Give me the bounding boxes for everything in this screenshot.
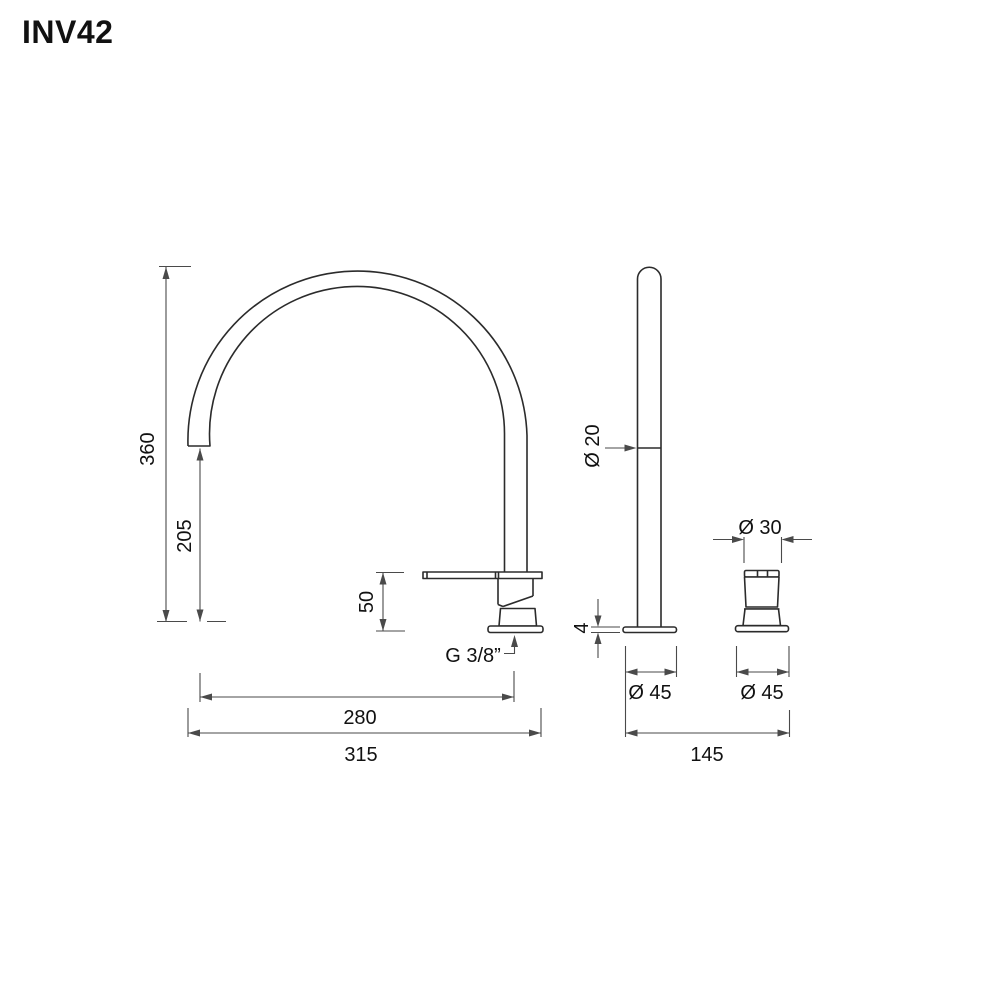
spout-column-outline — [636, 266, 662, 627]
dim-label-4: 4 — [571, 622, 593, 633]
dim-label-315: 315 — [344, 744, 377, 766]
inlet-connection-callout: G 3/8” — [445, 635, 518, 667]
handle-top-cap — [743, 569, 780, 578]
mixer-body-lower — [498, 607, 538, 627]
handle-base-flange — [734, 624, 790, 633]
dim-handle-diameter: Ø 30 — [713, 517, 812, 563]
dim-center-distance: 145 — [625, 710, 791, 766]
dim-label-d45-spout: Ø 45 — [628, 682, 671, 704]
dim-label-145: 145 — [690, 744, 723, 766]
dim-label-d30: Ø 30 — [738, 517, 781, 539]
dim-body-height: 50 — [356, 571, 405, 632]
spout-base-flange — [622, 626, 678, 634]
handle-front-view: Ø 30 Ø 45 — [713, 517, 812, 704]
dim-spout-clearance: 205 — [174, 448, 226, 623]
dim-spout-reach: 280 — [199, 671, 515, 729]
dim-label-360: 360 — [137, 432, 159, 465]
label-inlet-connection: G 3/8” — [445, 645, 501, 667]
handle-upper-body — [743, 576, 780, 608]
lever-handle — [422, 571, 543, 580]
dim-label-50: 50 — [356, 591, 378, 613]
dim-overall-length: 315 — [187, 708, 542, 766]
dim-spout-base-diameter: Ø 45 — [624, 646, 678, 737]
mixer-body — [497, 578, 534, 608]
dim-label-d20: Ø 20 — [582, 424, 604, 467]
dim-label-d45-handle: Ø 45 — [740, 682, 783, 704]
lever-detail-lines — [426, 572, 500, 579]
handle-grip-notches — [756, 570, 769, 577]
side-view: 360 205 50 G 3/8” — [137, 265, 544, 766]
page-title: INV42 — [22, 14, 114, 50]
base-flange — [487, 625, 544, 634]
dim-handle-base-diameter: Ø 45 — [735, 646, 790, 704]
dim-label-280: 280 — [343, 707, 376, 729]
spout-outline — [187, 270, 528, 572]
dim-label-205: 205 — [174, 519, 196, 552]
handle-lower-body — [742, 608, 782, 627]
dim-total-height: 360 — [137, 265, 191, 623]
spout-front-view: Ø 20 4 Ø 45 145 — [571, 266, 791, 766]
dim-spout-diameter: Ø 20 — [582, 424, 637, 468]
dim-base-thickness: 4 — [571, 599, 620, 658]
